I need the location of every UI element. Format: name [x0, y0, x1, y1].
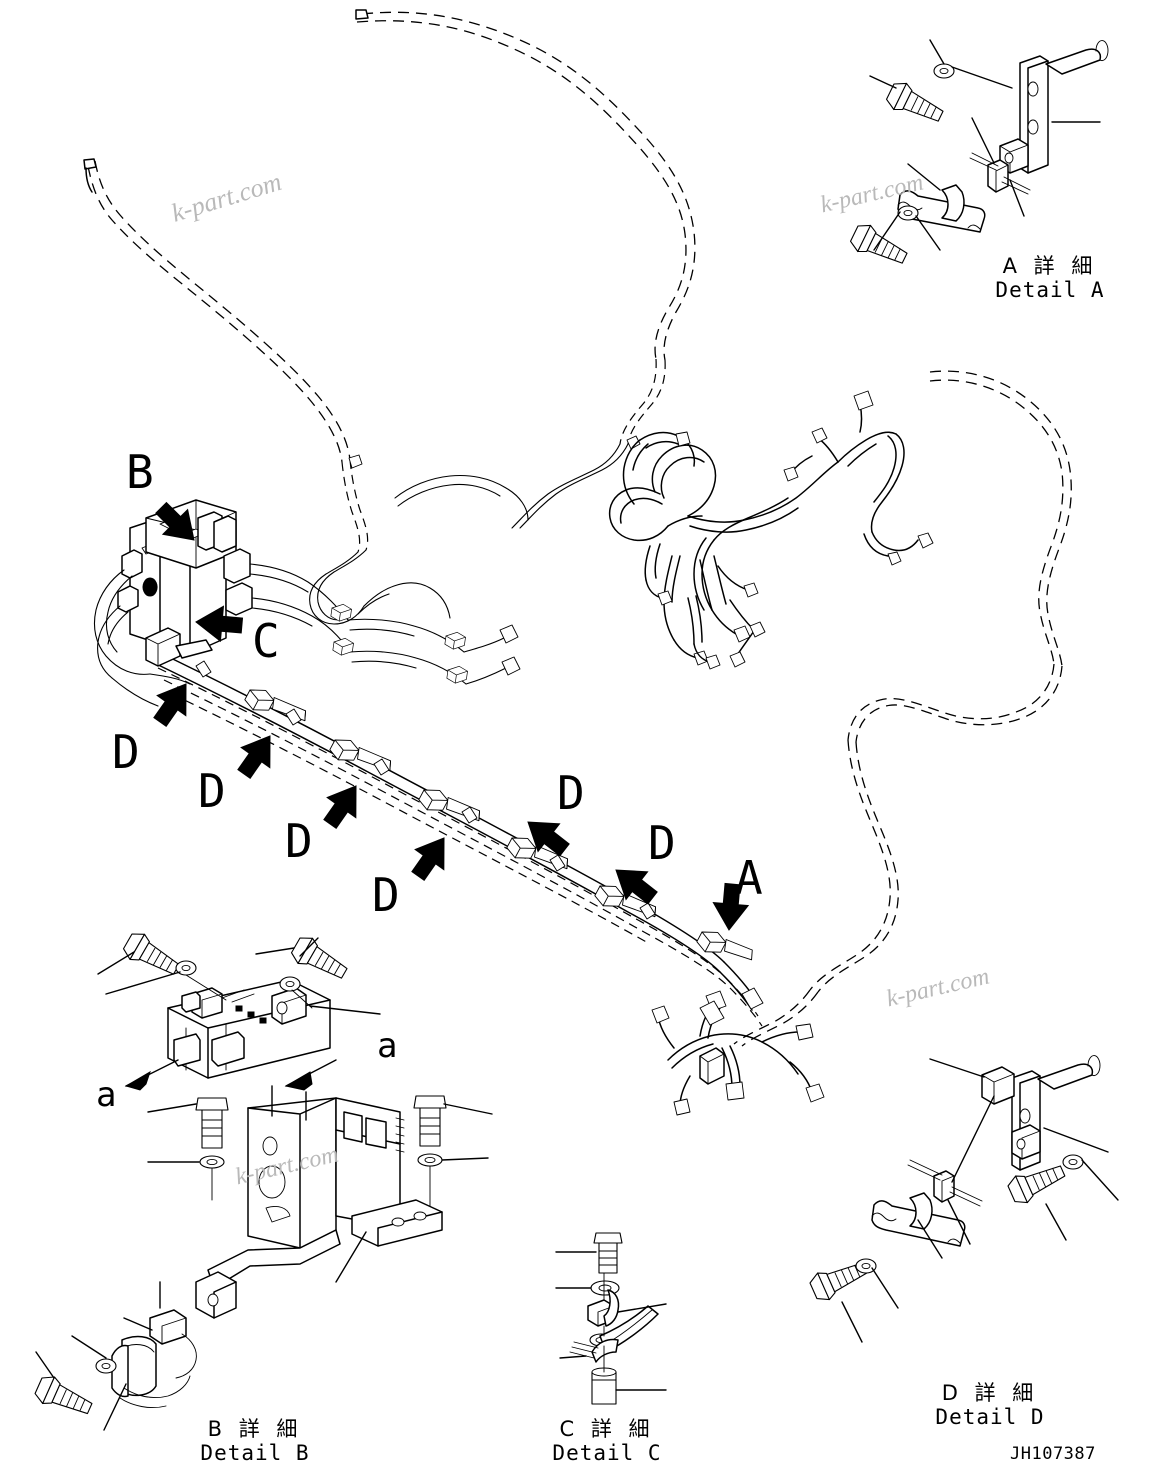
callout-letter-d-5: D	[557, 766, 585, 820]
detail-label-b: B 詳 細 Detail B	[165, 1417, 345, 1465]
callout-arrow-d-3	[315, 775, 372, 835]
detail-label-b-en: Detail B	[200, 1440, 310, 1465]
callout-letter-d-3: D	[285, 814, 313, 868]
harness-end-connectors	[651, 990, 825, 1116]
upper-hose-route	[83, 9, 696, 625]
detail-label-c: C 詳 細 Detail C	[517, 1417, 697, 1465]
callout-letter-b: B	[126, 445, 154, 499]
detail-label-d-en: Detail D	[935, 1404, 1045, 1429]
callout-arrow-d-2	[229, 725, 286, 785]
callout-letter-d-2: D	[198, 764, 226, 818]
callout-arrow-d-6	[605, 855, 664, 913]
detail-label-a-en: Detail A	[995, 277, 1105, 302]
callout-arrow-b	[148, 494, 207, 554]
detail-label-b-jp: B 詳 細	[207, 1417, 303, 1441]
callout-arrow-d-1	[145, 673, 202, 733]
detail-b-exploded-view	[32, 928, 493, 1431]
callout-arrow-c	[194, 603, 244, 644]
main-hose-bundle	[147, 647, 764, 1027]
callout-arrow-a	[710, 882, 751, 932]
detail-label-c-jp: C 詳 細	[559, 1417, 655, 1441]
callout-letter-d-1: D	[112, 725, 140, 779]
detail-a-exploded-view	[847, 39, 1109, 272]
section-mark-a-left: a	[96, 1075, 117, 1115]
callout-letter-d-4: D	[372, 868, 400, 922]
section-mark-a-right: a	[377, 1026, 398, 1066]
detail-label-a: A 詳 細 Detail A	[960, 254, 1140, 302]
callout-arrow-d-4	[403, 827, 460, 887]
detail-label-c-en: Detail C	[552, 1440, 662, 1465]
right-harness-route	[608, 370, 1072, 1047]
callout-letter-d-6: D	[648, 816, 676, 870]
callout-letter-c: C	[252, 614, 280, 668]
detail-c-exploded-view	[555, 1232, 667, 1405]
drawing-number: JH107387	[1010, 1444, 1096, 1464]
detail-label-a-jp: A 詳 細	[1002, 254, 1098, 278]
detail-label-d: D 詳 細 Detail D	[900, 1381, 1080, 1429]
callout-arrow-d-5	[517, 807, 576, 865]
detail-d-exploded-view	[807, 1055, 1119, 1343]
detail-label-d-jp: D 詳 細	[941, 1381, 1039, 1405]
